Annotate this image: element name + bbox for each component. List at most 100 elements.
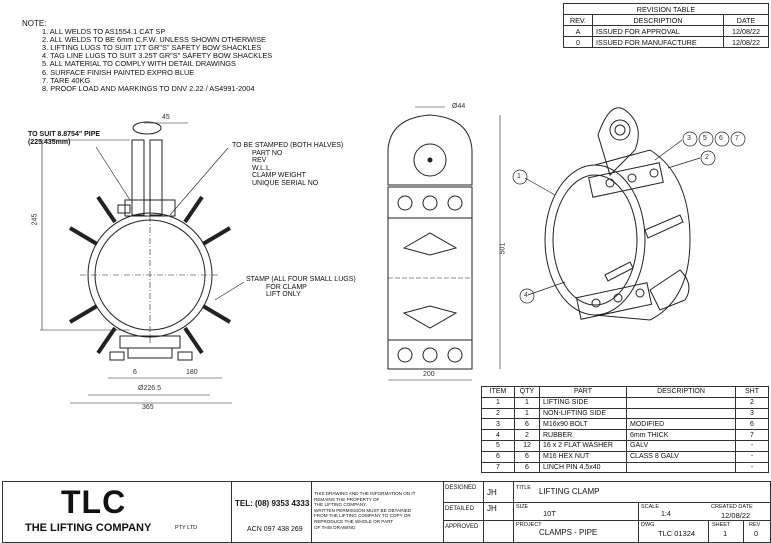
bom-cell: LINCH PIN 4.5x40	[539, 461, 627, 474]
balloon-6-label: 6	[719, 135, 723, 142]
size-label: SIZE	[516, 504, 529, 510]
balloon-2	[700, 150, 716, 166]
stamp-lugs-line: FOR CLAMP	[266, 283, 307, 291]
table-row: A ISSUED FOR APPROVAL 12/08/22	[563, 25, 769, 37]
stamp-line: UNIQUE SERIAL NO	[252, 179, 319, 187]
balloon-3	[682, 131, 698, 147]
bom-cell: RUBBER	[539, 429, 627, 441]
size-value: 10T	[543, 509, 556, 518]
bom-header: PART	[539, 386, 627, 398]
note-line: 2. ALL WELDS TO BE 6mm C.F.W. UNLESS SHO…	[42, 35, 266, 45]
dwg-value: TLC 01324	[658, 529, 696, 538]
company-acn: ACN 097 438 269	[247, 526, 303, 533]
bom-cell: 6	[735, 418, 769, 431]
rev-label: REV	[749, 522, 761, 528]
company-name: THE LIFTING COMPANY	[25, 522, 152, 534]
note-line: 6. SURFACE FINISH PAINTED EXPRO BLUE	[42, 67, 195, 77]
created-label: CREATED DATE	[711, 504, 753, 510]
project-label: PROJECT	[516, 522, 542, 528]
disclaimer-line: REMAINS THE PROPERTY OF	[314, 496, 380, 502]
bom-cell: 2	[514, 429, 540, 441]
disclaimer-line: OF THIS DRAWING	[314, 524, 356, 530]
bom-cell: -	[735, 461, 769, 474]
pipe-label-mm: (225.435mm)	[28, 139, 71, 146]
bom-cell: 1	[514, 407, 540, 420]
bom-header: SHT	[735, 386, 769, 398]
bom-cell: 6	[514, 418, 540, 431]
note-line: 7. TARE 40KG	[42, 75, 91, 85]
company-logo: TLC	[61, 484, 127, 520]
front-view-dimensions	[40, 122, 245, 404]
bom-cell: 3	[481, 418, 515, 431]
disclaimer-line: WRITTEN PERMISSION MUST BE OBTAINED	[314, 507, 412, 513]
detailed-label: DETAILED	[445, 506, 474, 512]
stamp-line: TO BE STAMPED (BOTH HALVES)	[232, 142, 344, 149]
balloon-1	[512, 169, 528, 185]
note-line: 5. ALL MATERIAL TO COMPLY WITH DETAIL DR…	[42, 59, 236, 69]
isometric-view-clamp	[544, 107, 691, 321]
dim-6: 6	[133, 369, 137, 376]
dim-45: 45	[162, 114, 170, 121]
detailed-value: JH	[487, 504, 497, 513]
dim-200: 200	[423, 371, 435, 378]
balloon-2-label: 2	[705, 154, 709, 161]
company-tel: TEL: (08) 9353 4333	[235, 499, 310, 508]
bom-cell: NON-LIFTING SIDE	[539, 407, 627, 420]
bom-header: QTY	[514, 386, 540, 398]
bom-header: ITEM	[481, 386, 515, 398]
rev-cell: 12/08/22	[723, 36, 769, 48]
note-line: 1. ALL WELDS TO AS1554.1 CAT SP	[42, 27, 166, 37]
bom-cell: 5	[481, 439, 515, 452]
dim-226: Ø226.5	[138, 385, 161, 392]
stamp-line: CLAMP WEIGHT	[252, 172, 306, 180]
created-value: 12/08/22	[721, 511, 751, 520]
stamp-lugs-label: STAMP (ALL FOUR SMALL LUGS) FOR CLAMP LI…	[246, 276, 356, 299]
bom-cell: 6mm THICK	[626, 429, 736, 441]
designed-value: JH	[487, 488, 497, 497]
sheet-value: 1	[723, 529, 728, 538]
balloon-5	[698, 131, 714, 147]
balloon-5-label: 5	[703, 135, 707, 142]
dim-180: 180	[186, 369, 198, 376]
notes-block: NOTE: 1. ALL WELDS TO AS1554.1 CAT SP 2.…	[22, 19, 273, 93]
bom-cell: -	[735, 439, 769, 452]
pipe-label: TO SUIT 8.8754" PIPE	[28, 131, 101, 138]
balloon-4	[519, 288, 535, 304]
table-row: 0 ISSUED FOR MANUFACTURE 12/08/22	[563, 36, 769, 48]
stamp-line: REV	[252, 157, 267, 165]
balloon-7-label: 7	[735, 135, 739, 142]
disclaimer-line: THE LIFTING COMPANY.	[314, 502, 367, 508]
balloon-4-label: 4	[524, 292, 528, 299]
bom-cell: 6	[514, 450, 540, 463]
balloon-3-label: 3	[687, 135, 691, 142]
balloon-6	[714, 131, 730, 147]
bom-cell: 16 x 2 FLAT WASHER	[539, 439, 627, 452]
revision-table: REVISION TABLE REV. DESCRIPTION DATE A I…	[563, 3, 769, 48]
note-line: 4. TAG LINE LUGS TO SUIT 3.25T GR"S" SAF…	[42, 51, 273, 61]
scale-value: 1:4	[661, 511, 671, 518]
dim-245: 245	[31, 213, 39, 226]
dwg-label: DWG	[641, 522, 655, 528]
project-value: CLAMPS - PIPE	[539, 528, 598, 537]
front-view-clamp	[68, 121, 232, 361]
side-view-dimensions	[388, 106, 501, 381]
disclaimer: THIS DRAWING AND THE INFORMATION ON IT R…	[314, 491, 416, 530]
notes-heading: NOTE:	[22, 19, 47, 28]
dim-365: 365	[142, 404, 154, 411]
title-label: TITLE	[516, 485, 531, 491]
bom-cell	[626, 407, 736, 420]
bom-cell	[626, 461, 736, 474]
bom-cell: 1	[481, 396, 515, 409]
title-block: TLC THE LIFTING COMPANY PTY LTD TEL: (08…	[2, 481, 771, 543]
bom-cell: 12	[514, 439, 540, 452]
bom-cell: CLASS 8 GALV	[626, 450, 736, 463]
designed-label: DESIGNED	[445, 485, 477, 491]
bom-cell: 6	[481, 450, 515, 463]
bom-cell: LIFTING SIDE	[539, 396, 627, 409]
dim-501: 501	[499, 242, 507, 255]
bom-header: DESCRIPTION	[626, 386, 736, 398]
